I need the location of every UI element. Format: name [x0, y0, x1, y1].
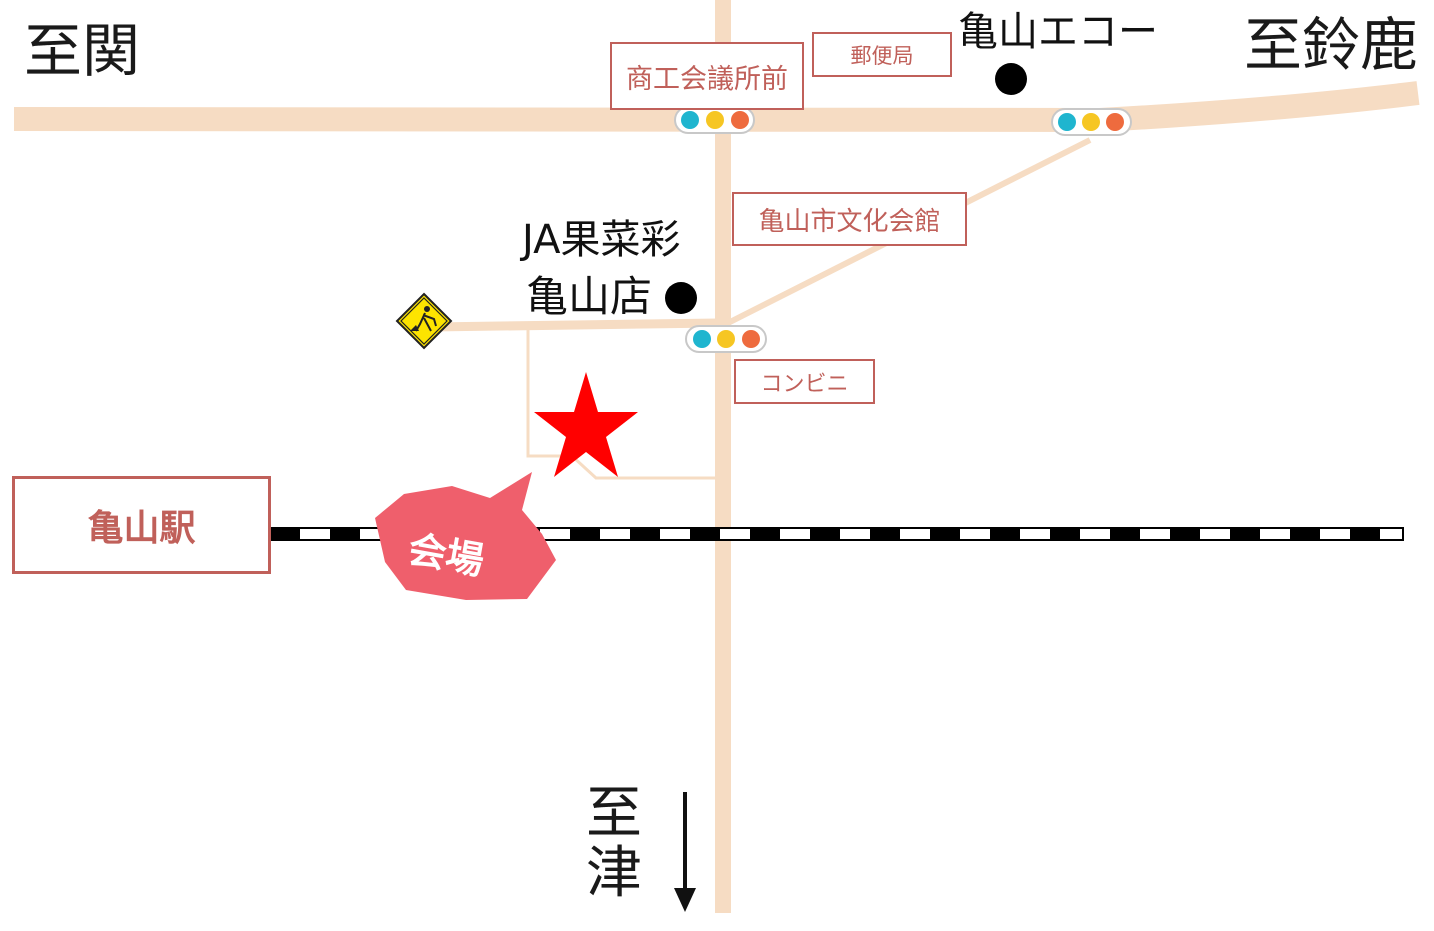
dot-icon: [665, 282, 697, 314]
traffic-light-icon: [1051, 108, 1132, 136]
roadwork-warning-icon: [395, 292, 453, 350]
convenience-store-text: コンビニ: [760, 371, 849, 397]
traffic-light-icon: [685, 325, 767, 353]
echo-landmark-label: 亀山エコー: [958, 9, 1158, 55]
chamber-of-commerce-text: 商工会議所前: [626, 63, 788, 95]
kameyama-station-label: 亀山駅: [12, 476, 271, 574]
post-office-text: 郵便局: [850, 43, 914, 68]
venue-bubble: [375, 472, 556, 600]
direction-south-line2: 津: [586, 841, 642, 907]
direction-south-label: 至 津: [584, 781, 644, 907]
arrow-down-icon: [674, 792, 696, 912]
venue-lane: [526, 330, 716, 480]
post-office-label: 郵便局: [812, 32, 952, 77]
star-icon: [534, 372, 638, 477]
culture-hall-text: 亀山市文化会館: [758, 206, 941, 237]
ja-store-label-line1: JA果菜彩: [522, 217, 681, 263]
dot-icon: [995, 63, 1027, 95]
kameyama-station-text: 亀山駅: [87, 508, 196, 549]
convenience-store-label: コンビニ: [734, 359, 875, 404]
west-branch-road: [431, 318, 719, 332]
ja-store-label-line2: 亀山店: [526, 272, 653, 321]
culture-hall-label: 亀山市文化会館: [732, 192, 967, 246]
chamber-of-commerce-label: 商工会議所前: [610, 42, 804, 110]
direction-south-line1: 至: [586, 781, 642, 846]
direction-east-label: 至鈴鹿: [1244, 11, 1419, 79]
direction-west-label: 至関: [24, 17, 141, 85]
traffic-light-icon: [674, 106, 755, 134]
